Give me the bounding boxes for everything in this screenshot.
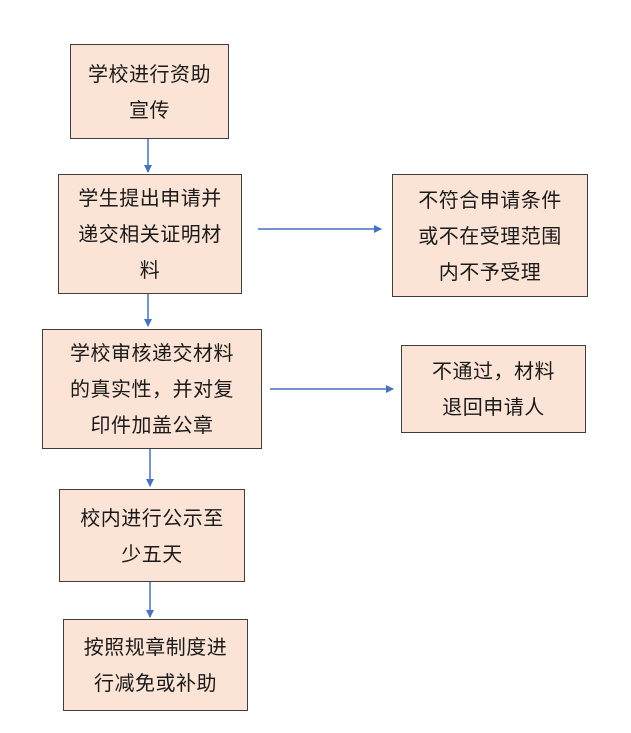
step-reduce-or-subsidize-label: 按照规章制度进 行减免或补助: [83, 635, 228, 695]
step-school-reviews-materials: 学校审核递交材料 的真实性，并对复 印件加盖公章: [42, 329, 262, 449]
step-student-applies-label: 学生提出申请并 递交相关证明材 料: [78, 186, 222, 282]
step-school-promotes-aid: 学校进行资助 宣传: [70, 44, 229, 139]
step-public-notice-label: 校内进行公示至 少五天: [80, 505, 224, 566]
step-school-reviews-materials-label: 学校审核递交材料 的真实性，并对复 印件加盖公章: [70, 341, 234, 437]
step-public-notice: 校内进行公示至 少五天: [59, 489, 245, 582]
branch-not-eligible-label: 不符合申请条件 或不在受理范围 内不予受理: [418, 187, 562, 284]
step-school-promotes-aid-label: 学校进行资助 宣传: [88, 61, 211, 122]
branch-review-failed-label: 不通过，材料 退回申请人: [432, 359, 555, 419]
step-student-applies: 学生提出申请并 递交相关证明材 料: [58, 174, 242, 294]
branch-not-eligible: 不符合申请条件 或不在受理范围 内不予受理: [392, 174, 588, 297]
step-reduce-or-subsidize: 按照规章制度进 行减免或补助: [63, 619, 248, 711]
branch-review-failed: 不通过，材料 退回申请人: [401, 345, 586, 433]
